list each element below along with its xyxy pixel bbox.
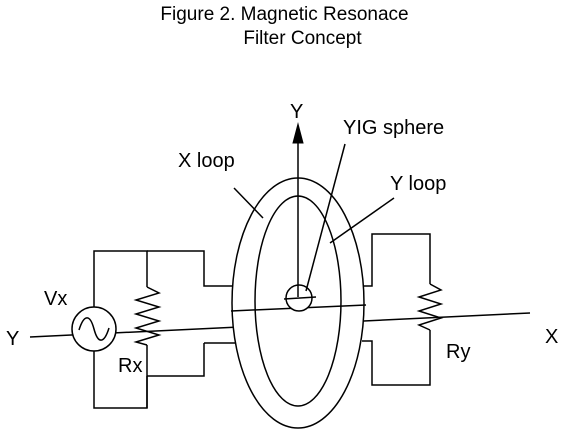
vx-label: Vx [44,288,67,310]
left-circuit-bottom-wire [146,343,205,408]
right-circuit-bottom-wire [362,330,431,386]
x-loop-label: X loop [178,150,235,172]
y-axis-arrowhead [292,122,304,144]
yig-sphere-axis [283,296,317,300]
rx-label: Rx [118,355,142,377]
x-loop-leader [233,187,264,219]
y-left-label: Y [6,328,19,350]
x-right-label: X [545,326,558,348]
sine-wave-icon [78,317,110,341]
yig-sphere-label: YIG sphere [343,117,444,139]
ry-label: Ry [446,341,470,363]
figure-title-line-2: Filter Concept [243,28,362,49]
rx-resistor [133,286,162,346]
y-loop-leader [329,197,395,244]
yig-sphere-leader [305,143,346,292]
ry-resistor [416,283,444,331]
y-axis-label: Y [290,101,303,123]
figure-title-line-1: Figure 2. Magnetic Resonace [160,4,409,25]
y-loop-label: Y loop [390,173,446,195]
right-circuit-wire [362,233,431,287]
